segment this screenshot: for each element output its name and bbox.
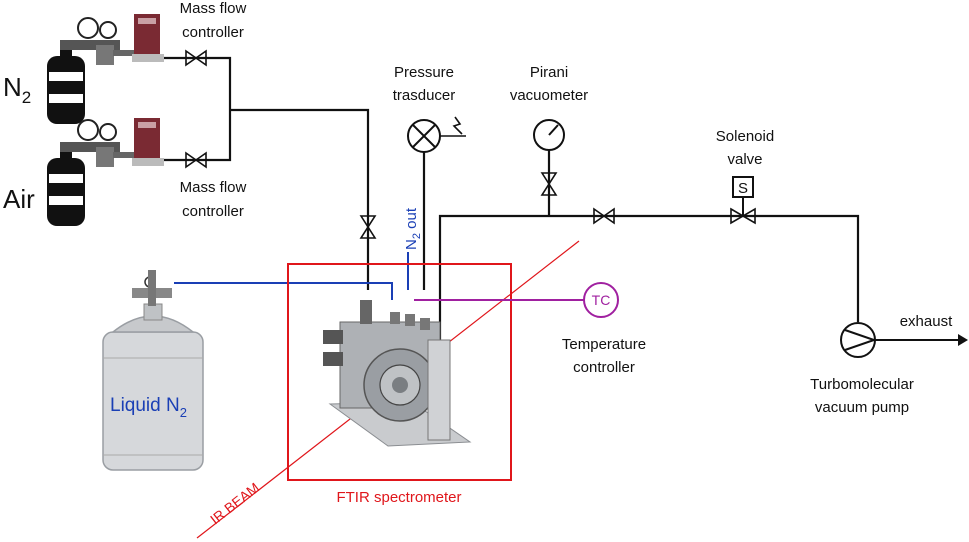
solenoid-valve-icon: [730, 176, 756, 225]
pressure-regulator-bottom-icon: [60, 119, 135, 167]
valve-inlet-icon: [359, 215, 377, 239]
temperature-label-line1: Temperature: [562, 336, 646, 353]
solenoid-label-line2: valve: [727, 151, 762, 168]
dewar-icon: [102, 270, 204, 471]
liquid-n2-label: Liquid N2: [110, 395, 187, 420]
n2-out-label: N2 out: [403, 207, 423, 250]
tc-symbol: TC: [592, 292, 611, 308]
mfc-bottom-label-line2: controller: [182, 203, 244, 220]
gas-cylinder-air-icon: [47, 144, 85, 226]
gas-cylinder-n2-icon: [47, 42, 85, 124]
ftir-cell-icon: [323, 300, 472, 447]
valve-vacuum-icon: [593, 207, 615, 225]
pump-label-line1: Turbomolecular: [810, 376, 914, 393]
exhaust-arrow-icon: [875, 334, 968, 346]
pressure-transducer-icon: [407, 116, 466, 153]
valve-bottom-icon: [185, 151, 207, 169]
ftir-box: [287, 263, 512, 481]
temperature-controller-icon: [583, 282, 619, 318]
ftir-label: FTIR spectrometer: [336, 489, 461, 506]
mass-flow-controller-bottom-icon: [132, 118, 164, 166]
pump-label-line2: vacuum pump: [815, 399, 909, 416]
pump-icon: [840, 322, 878, 358]
gas-n2-label: N2: [3, 72, 31, 107]
mfc-top-label-line2: controller: [182, 24, 244, 41]
pressure-label-line1: Pressure: [394, 64, 454, 81]
temperature-label-line2: controller: [573, 359, 635, 376]
pressure-regulator-top-icon: [60, 17, 135, 65]
pirani-label-line2: vacuometer: [510, 87, 588, 104]
mfc-bottom-label-line1: Mass flow: [180, 179, 247, 196]
ir-beam-label: IR BEAM: [207, 479, 262, 527]
solenoid-symbol: S: [738, 180, 748, 197]
exhaust-label: exhaust: [900, 313, 953, 330]
pressure-label-line2: trasducer: [393, 87, 456, 104]
solenoid-label-line1: Solenoid: [716, 128, 774, 145]
mass-flow-controller-top-icon: [132, 14, 164, 62]
gas-air-label: Air: [3, 184, 35, 214]
pirani-gauge-icon: [533, 119, 565, 151]
valve-pirani-icon: [540, 172, 558, 196]
valve-top-icon: [185, 49, 207, 67]
pirani-label-line1: Pirani: [530, 64, 568, 81]
mfc-top-label-line1: Mass flow: [180, 0, 247, 17]
